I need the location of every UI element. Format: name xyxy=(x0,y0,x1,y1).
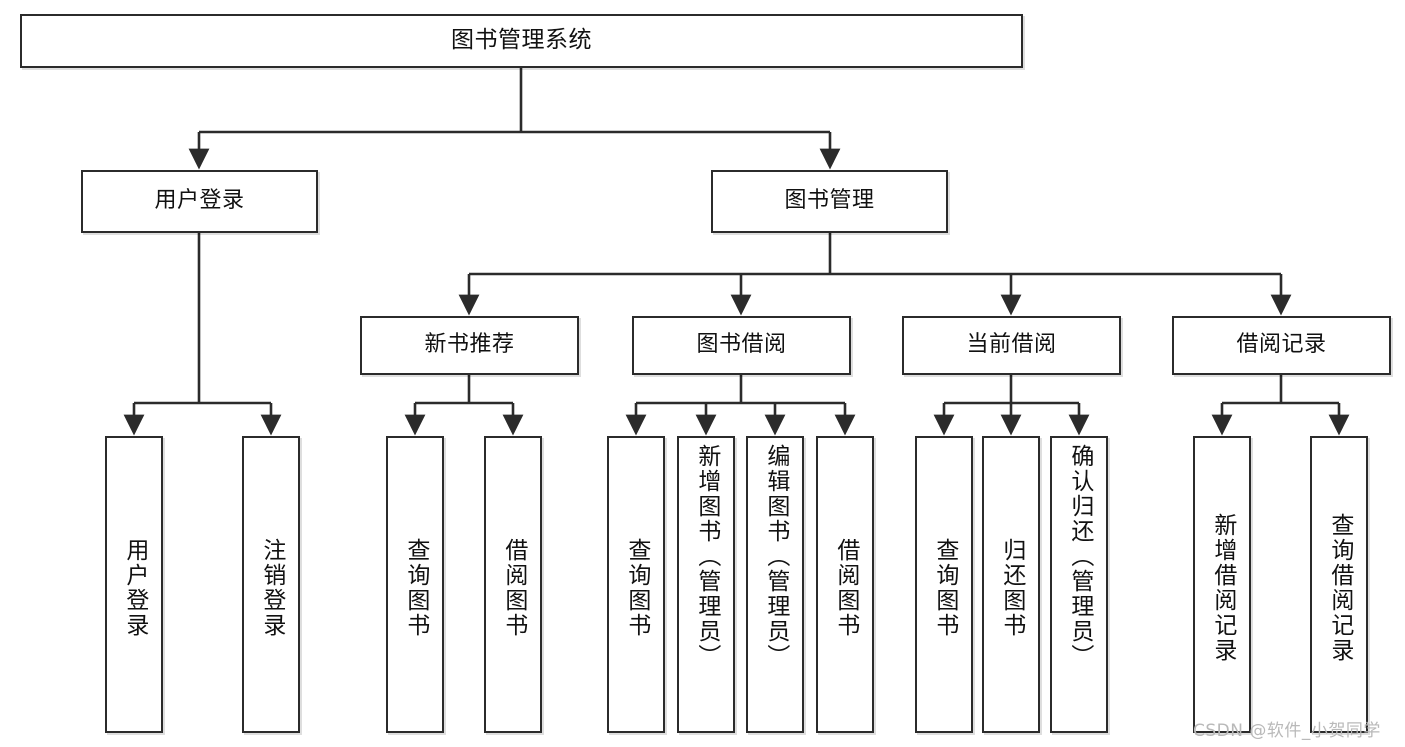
node-leaf-borrow-book-2[interactable]: 借阅图书 xyxy=(816,436,874,733)
node-leaf-user-login-label: 用户登录 xyxy=(121,537,148,638)
node-book-borrow[interactable]: 图书借阅 xyxy=(632,316,851,375)
node-leaf-confirm-return-label: 确认归还（管理员） xyxy=(1066,444,1093,669)
node-leaf-borrow-book-1[interactable]: 借阅图书 xyxy=(484,436,542,733)
node-leaf-edit-book-label: 编辑图书（管理员） xyxy=(762,444,789,669)
node-leaf-user-login[interactable]: 用户登录 xyxy=(105,436,163,733)
node-leaf-add-record[interactable]: 新增借阅记录 xyxy=(1193,436,1251,733)
node-current-borrow-label: 当前借阅 xyxy=(966,332,1057,358)
node-book-manage-label: 图书管理 xyxy=(784,188,875,214)
node-leaf-query-book-1-label: 查询图书 xyxy=(402,537,429,638)
node-leaf-add-book[interactable]: 新增图书（管理员） xyxy=(677,436,735,733)
node-book-borrow-label: 图书借阅 xyxy=(696,332,787,358)
node-leaf-borrow-book-1-label: 借阅图书 xyxy=(500,537,527,638)
node-leaf-add-record-label: 新增借阅记录 xyxy=(1209,512,1236,663)
node-leaf-query-book-3-label: 查询图书 xyxy=(931,537,958,638)
node-leaf-query-record-label: 查询借阅记录 xyxy=(1326,512,1353,663)
node-leaf-query-book-1[interactable]: 查询图书 xyxy=(386,436,444,733)
node-leaf-query-book-2-label: 查询图书 xyxy=(623,537,650,638)
node-leaf-query-book-2[interactable]: 查询图书 xyxy=(607,436,665,733)
node-book-manage[interactable]: 图书管理 xyxy=(711,170,948,233)
node-leaf-confirm-return[interactable]: 确认归还（管理员） xyxy=(1050,436,1108,733)
node-root-label: 图书管理系统 xyxy=(451,27,592,54)
node-leaf-logout-login[interactable]: 注销登录 xyxy=(242,436,300,733)
node-user-login[interactable]: 用户登录 xyxy=(81,170,318,233)
node-leaf-edit-book[interactable]: 编辑图书（管理员） xyxy=(746,436,804,733)
node-leaf-add-book-label: 新增图书（管理员） xyxy=(693,444,720,669)
node-root[interactable]: 图书管理系统 xyxy=(20,14,1023,68)
csdn-watermark: CSDN @软件_小贺同学 xyxy=(1193,721,1381,741)
node-borrow-record-label: 借阅记录 xyxy=(1236,332,1327,358)
node-leaf-query-book-3[interactable]: 查询图书 xyxy=(915,436,973,733)
node-new-book-recommend-label: 新书推荐 xyxy=(424,332,515,358)
node-current-borrow[interactable]: 当前借阅 xyxy=(902,316,1121,375)
node-borrow-record[interactable]: 借阅记录 xyxy=(1172,316,1391,375)
node-leaf-borrow-book-2-label: 借阅图书 xyxy=(832,537,859,638)
node-leaf-logout-login-label: 注销登录 xyxy=(258,537,285,638)
node-user-login-label: 用户登录 xyxy=(154,188,245,214)
node-leaf-query-record[interactable]: 查询借阅记录 xyxy=(1310,436,1368,733)
node-new-book-recommend[interactable]: 新书推荐 xyxy=(360,316,579,375)
node-leaf-return-book[interactable]: 归还图书 xyxy=(982,436,1040,733)
node-leaf-return-book-label: 归还图书 xyxy=(998,537,1025,638)
